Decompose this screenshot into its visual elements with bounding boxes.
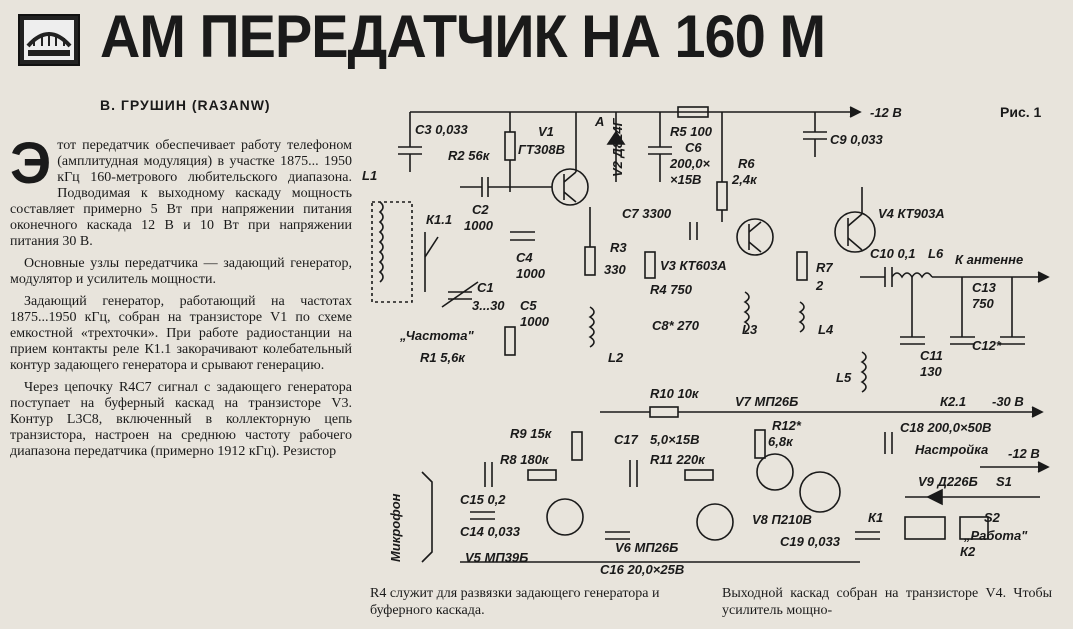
label-c1-val: 3...30 — [472, 298, 505, 313]
label-r3: R3 — [610, 240, 627, 255]
label-c4: C4 — [516, 250, 533, 265]
article-title: АМ ПЕРЕДАТЧИК НА 160 М — [100, 3, 826, 70]
paragraph-2: Основные узлы передатчика — задающий ген… — [10, 256, 352, 287]
label-c12: C12* — [972, 338, 1002, 353]
label-v5: V5 МП39Б — [465, 550, 528, 565]
label-c16: C16 20,0×25В — [600, 562, 684, 577]
label-r4: R4 750 — [650, 282, 693, 297]
label-mic: Микрофон — [388, 493, 403, 562]
label-k11: К1.1 — [426, 212, 452, 227]
label-v6: V6 МП26Б — [615, 540, 678, 555]
label-v2: V2 Д814Г — [610, 117, 625, 177]
label-c18: C18 200,0×50В — [900, 420, 991, 435]
label-c5-val: 1000 — [520, 314, 550, 329]
label-c14: C14 0,033 — [460, 524, 521, 539]
label-c15: C15 0,2 — [460, 492, 506, 507]
article-text-column: Э тот передатчик обеспечивает работу тел… — [10, 131, 352, 466]
article-author: В. ГРУШИН (RA3ANW) — [100, 97, 271, 113]
label-s2: S2 — [984, 510, 1001, 525]
label-c6: C6 — [685, 140, 702, 155]
label-r12: R12* — [772, 418, 802, 433]
label-r6: R6 — [738, 156, 755, 171]
paragraph-1: Э тот передатчик обеспечивает работу тел… — [10, 131, 352, 250]
label-r7-val: 2 — [815, 278, 824, 293]
paragraph-3: Задающий генератор, работающий на частот… — [10, 294, 352, 373]
label-v1: V1 — [538, 124, 554, 139]
label-c1: C1 — [477, 280, 494, 295]
label-minus30v: -30 В — [992, 394, 1024, 409]
label-v9: V9 Д226Б — [918, 474, 978, 489]
label-tune: Настройка — [915, 442, 988, 457]
label-r12-val: 6,8к — [768, 434, 794, 449]
label-r10: R10 10к — [650, 386, 700, 401]
paragraph-4: Через цепочку R4C7 сигнал с задающего ге… — [10, 380, 352, 459]
label-c13: C13 — [972, 280, 997, 295]
label-c9: C9 0,033 — [830, 132, 884, 147]
label-l6: L6 — [928, 246, 944, 261]
label-c17-val: 5,0×15В — [650, 432, 700, 447]
label-c2: C2 — [472, 202, 489, 217]
label-c17: C17 — [614, 432, 639, 447]
label-c8: C8* 270 — [652, 318, 700, 333]
caption-right: Выходной каскад собран на транзисторе V4… — [722, 586, 1052, 618]
label-r1: R1 5,6к — [420, 350, 466, 365]
label-v8: V8 П210В — [752, 512, 812, 527]
label-l2: L2 — [608, 350, 624, 365]
label-c4-val: 1000 — [516, 266, 546, 281]
label-c6-unit: ×15В — [670, 172, 701, 187]
circuit-schematic: C3 0,033 R2 56к V1 ГТ308В A V2 Д814Г R5 … — [360, 92, 1060, 582]
label-k1: К1 — [868, 510, 883, 525]
label-c19: C19 0,033 — [780, 534, 841, 549]
label-r8: R8 180к — [500, 452, 550, 467]
label-frequency: „Частота" — [399, 328, 474, 343]
label-c10: C10 0,1 — [870, 246, 916, 261]
label-l3: L3 — [742, 322, 758, 337]
caption-middle: R4 служит для развязки задающего генерат… — [370, 586, 660, 618]
label-r2: R2 56к — [448, 148, 491, 163]
label-work: „Работа" — [963, 528, 1028, 543]
label-c11: C11 — [920, 348, 943, 363]
label-a: A — [594, 114, 604, 129]
label-c3: C3 0,033 — [415, 122, 469, 137]
label-antenna: К антенне — [955, 252, 1023, 267]
label-r9: R9 15к — [510, 426, 553, 441]
label-c6-val: 200,0× — [669, 156, 711, 171]
dropcap: Э — [10, 131, 52, 196]
label-c13-val: 750 — [972, 296, 994, 311]
label-c5: C5 — [520, 298, 537, 313]
figure-label: Рис. 1 — [1000, 104, 1042, 120]
label-r3-val: 330 — [604, 262, 626, 277]
label-c2-val: 1000 — [464, 218, 494, 233]
label-v4: V4 КТ903А — [878, 206, 945, 221]
label-r6-val: 2,4к — [731, 172, 758, 187]
magazine-logo — [18, 14, 80, 66]
label-v1-type: ГТ308В — [518, 142, 565, 157]
label-v7: V7 МП26Б — [735, 394, 798, 409]
label-l1: L1 — [362, 168, 377, 183]
label-k21: К2.1 — [940, 394, 966, 409]
label-r7: R7 — [816, 260, 833, 275]
label-l5: L5 — [836, 370, 852, 385]
paragraph-1-text: тот передатчик обеспечивает работу телеф… — [10, 138, 352, 249]
label-k2: К2 — [960, 544, 976, 559]
label-r11: R11 220к — [650, 452, 706, 467]
label-r5: R5 100 — [670, 124, 713, 139]
label-l4: L4 — [818, 322, 834, 337]
label-v3: V3 КТ603А — [660, 258, 727, 273]
label-s1: S1 — [996, 474, 1012, 489]
label-minus12v-b: -12 В — [1008, 446, 1040, 461]
label-c7: C7 3300 — [622, 206, 672, 221]
label-minus12v: -12 В — [870, 105, 902, 120]
label-c11-val: 130 — [920, 364, 942, 379]
